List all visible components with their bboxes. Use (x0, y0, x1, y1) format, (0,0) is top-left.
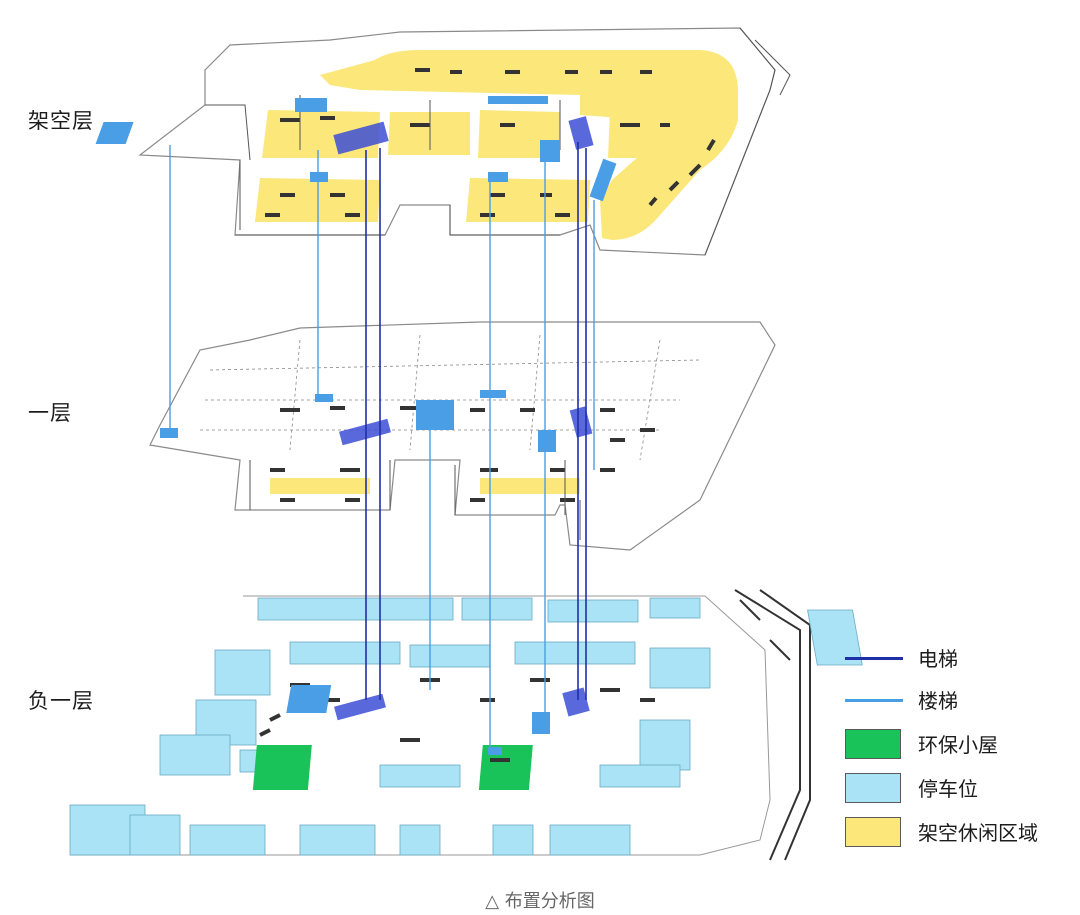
legend-item-elevator: 电梯 (845, 638, 1075, 678)
top-stair-c (540, 140, 560, 162)
legend-label-stair: 楼梯 (918, 689, 958, 713)
elevator-connectors (365, 142, 587, 700)
stair-connectors (169, 145, 595, 750)
floor-label-middle: 一层 (28, 401, 72, 425)
basement-road-edge (70, 595, 771, 856)
top-elevator-left (333, 121, 389, 155)
top-stair-b (488, 96, 548, 104)
floor-label-top: 架空层 (28, 109, 94, 133)
basement-elevator-left (334, 693, 386, 721)
basement-stair-b (532, 712, 550, 734)
leisure-zone-top-right (478, 110, 560, 158)
top-stair-g (589, 158, 617, 202)
legend-label-leisure: 架空休闲区域 (918, 821, 1038, 845)
mid-leisure-right (480, 478, 580, 494)
top-floor-walls (265, 68, 716, 217)
parking-spaces (69, 597, 863, 856)
basement-stair-a (286, 685, 332, 713)
mid-elevator-left (339, 418, 391, 446)
mid-stair-c (480, 390, 506, 398)
legend-symbol-leisure (845, 817, 901, 847)
top-elevator-right (568, 116, 594, 150)
legend-symbol-stair (845, 699, 903, 702)
top-stair-f (488, 172, 508, 182)
legend-label-elevator: 电梯 (918, 647, 958, 671)
middle-floor-plan (149, 321, 776, 551)
floor-plan-diagram (69, 27, 863, 861)
figure-caption: △ 布置分析图 (485, 891, 595, 912)
legend-symbol-eco-house (845, 729, 901, 759)
middle-floor-walls (270, 406, 655, 502)
eco-house-right (478, 745, 533, 790)
legend-label-parking: 停车位 (918, 777, 978, 801)
floor-label-bottom: 负一层 (28, 689, 94, 713)
legend-label-eco-house: 环保小屋 (918, 733, 998, 757)
mid-leisure-left (270, 478, 370, 494)
legend-item-leisure: 架空休闲区域 (845, 812, 1075, 852)
eco-house-left (252, 745, 312, 790)
legend-symbol-parking (845, 773, 901, 803)
legend-item-eco-house: 环保小屋 (845, 724, 1075, 764)
mid-stair-d (538, 430, 556, 452)
basement-floor-plan (69, 589, 863, 861)
legend-symbol-elevator (845, 657, 903, 660)
middle-floor-outline (149, 321, 776, 551)
top-stair-d (95, 122, 134, 144)
basement-stair-c (488, 747, 502, 755)
top-stair-e (310, 172, 328, 182)
leisure-zone-top-east (608, 108, 680, 158)
legend-item-parking: 停车位 (845, 768, 1075, 808)
basement-elevator-right (562, 687, 590, 717)
leisure-zone-wing-right (466, 178, 590, 222)
mid-stair-b (315, 394, 333, 402)
mid-stair-e (160, 428, 178, 438)
mid-stair-a (416, 400, 454, 430)
top-floor-plan (95, 27, 791, 256)
leisure-zone-top-mid (388, 112, 470, 155)
legend-item-stair: 楼梯 (845, 680, 1075, 720)
top-stair-a (295, 98, 327, 112)
leisure-zone-top-main (320, 50, 738, 240)
